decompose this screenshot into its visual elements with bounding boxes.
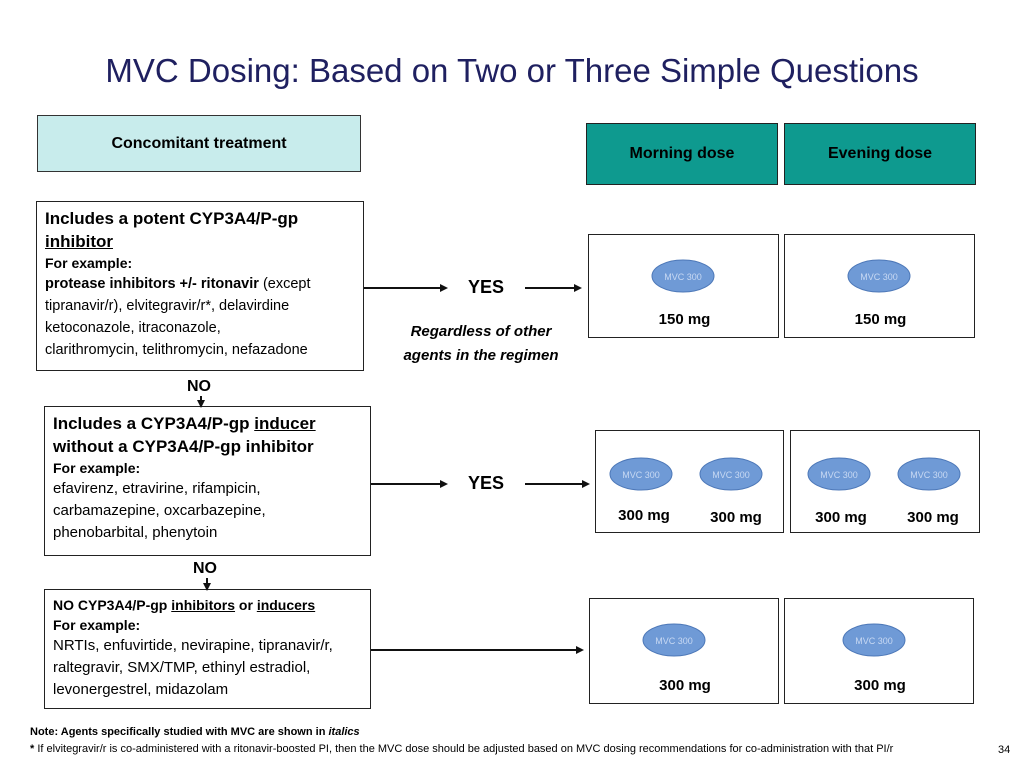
row2-morning-dose-1: 300 mg	[618, 507, 670, 524]
row3-morning-dose: 300 mg	[659, 677, 711, 694]
q1-examples-rest: (except	[258, 276, 311, 292]
morning-dose-header: Morning dose	[586, 123, 778, 185]
question-3-box: NO CYP3A4/P-gp inhibitors or inducers Fo…	[44, 589, 371, 709]
page-title: MVC Dosing: Based on Two or Three Simple…	[105, 52, 919, 89]
row3-evening-dose: 300 mg	[854, 677, 906, 694]
q3-heading-emphasis-1: inhibitors	[171, 597, 236, 613]
q2-examples-line3: phenobarbital, phenytoin	[53, 524, 218, 541]
mvc-pill-icon: MVC 300	[651, 259, 715, 293]
q1-examples-bold: protease inhibitors +/- ritonavir	[45, 276, 259, 292]
q3-examples-line2: raltegravir, SMX/TMP, ethinyl estradiol,	[53, 659, 311, 676]
q3-examples: NRTIs, enfuvirtide, nevirapine, tipranav…	[53, 635, 362, 701]
q1-heading-text: Includes a potent CYP3A4/P-gp	[45, 209, 299, 228]
q2-heading-text-2: without a CYP3A4/P-gp inhibitor	[53, 437, 314, 456]
footnote-text: If elvitegravir/r is co-administered wit…	[37, 743, 894, 755]
mvc-pill-icon: MVC 300	[847, 259, 911, 293]
q3-heading: NO CYP3A4/P-gp inhibitors or inducers	[53, 595, 362, 615]
row2-evening-dose-2: 300 mg	[907, 509, 959, 526]
row2-morning-dose-box: MVC 300 MVC 300 300 mg 300 mg	[595, 430, 784, 533]
question-2-box: Includes a CYP3A4/P-gp inducer without a…	[44, 406, 371, 556]
q1-example-label: For example:	[45, 255, 133, 271]
row1-morning-dose-box: MVC 300 150 mg	[588, 234, 779, 338]
q3-examples-line3: levonergestrel, midazolam	[53, 681, 229, 698]
regardless-line1: Regardless of other	[410, 323, 552, 340]
pill-imprint: MVC 300	[622, 470, 660, 480]
q2-examples: efavirenz, etravirine, rifampicin, carba…	[53, 478, 362, 544]
footnote-star: *	[30, 743, 38, 755]
pill-imprint: MVC 300	[910, 470, 948, 480]
row3-evening-dose-box: MVC 300 300 mg	[784, 598, 974, 704]
mvc-pill-icon: MVC 300	[897, 457, 961, 491]
q2-heading: Includes a CYP3A4/P-gp inducer without a…	[53, 412, 362, 458]
regardless-line2: agents in the regimen	[403, 347, 559, 364]
no-label-2: NO	[193, 560, 217, 577]
mvc-pill-icon: MVC 300	[609, 457, 673, 491]
question-1-box: Includes a potent CYP3A4/P-gp inhibitor …	[36, 201, 364, 371]
q3-examples-line1: NRTIs, enfuvirtide, nevirapine, tipranav…	[53, 637, 333, 654]
q3-example-label: For example:	[53, 617, 141, 633]
q1-heading: Includes a potent CYP3A4/P-gp inhibitor	[45, 207, 355, 253]
q2-examples-line2: carbamazepine, oxcarbazepine,	[53, 502, 266, 519]
q3-heading-or: or	[235, 597, 257, 613]
row1-evening-dose: 150 mg	[854, 311, 907, 328]
q1-examples-line4: clarithromycin, telithromycin, nefazadon…	[45, 342, 308, 358]
q1-examples-line3: ketoconazole, itraconazole,	[45, 320, 221, 336]
row1-evening-dose-box: MVC 300 150 mg	[784, 234, 975, 338]
no-label-1: NO	[187, 378, 211, 395]
footer-note: Note: Agents specifically studied with M…	[30, 726, 360, 738]
pill-imprint: MVC 300	[655, 636, 693, 646]
q1-examples-line2: tipranavir/r), elvitegravir/r*, delavird…	[45, 298, 290, 314]
mvc-pill-icon: MVC 300	[842, 623, 906, 657]
concomitant-treatment-header: Concomitant treatment	[37, 115, 361, 172]
footer-note-italic: italics	[328, 726, 360, 738]
row2-evening-dose-1: 300 mg	[815, 509, 867, 526]
yes-label-1: YES	[468, 277, 505, 297]
row3-morning-dose-box: MVC 300 300 mg	[589, 598, 779, 704]
q3-heading-emphasis-2: inducers	[256, 597, 316, 613]
q1-heading-emphasis: inhibitor	[45, 232, 113, 251]
q2-examples-line1: efavirenz, etravirine, rifampicin,	[53, 480, 261, 497]
pill-imprint: MVC 300	[820, 470, 858, 480]
footnote: * If elvitegravir/r is co-administered w…	[30, 743, 960, 755]
pill-imprint: MVC 300	[855, 636, 893, 646]
mvc-pill-icon: MVC 300	[642, 623, 706, 657]
q2-heading-emphasis: inducer	[254, 414, 316, 433]
pill-imprint: MVC 300	[860, 272, 898, 282]
mvc-pill-icon: MVC 300	[699, 457, 763, 491]
mvc-pill-icon: MVC 300	[807, 457, 871, 491]
regardless-note: Regardless of other agents in the regime…	[388, 320, 574, 368]
pill-imprint: MVC 300	[712, 470, 750, 480]
q2-example-label: For example:	[53, 460, 141, 476]
q3-heading-text: NO CYP3A4/P-gp	[53, 597, 172, 613]
evening-dose-header: Evening dose	[784, 123, 976, 185]
q2-heading-text: Includes a CYP3A4/P-gp	[53, 414, 255, 433]
row2-morning-dose-2: 300 mg	[710, 509, 762, 526]
row2-evening-dose-box: MVC 300 MVC 300 300 mg 300 mg	[790, 430, 980, 533]
pill-imprint: MVC 300	[664, 272, 702, 282]
q1-examples: protease inhibitors +/- ritonavir (excep…	[45, 273, 355, 361]
yes-label-2: YES	[468, 473, 505, 493]
footer-note-text: Note: Agents specifically studied with M…	[30, 726, 329, 738]
page-number: 34	[998, 744, 1011, 756]
row1-morning-dose: 150 mg	[658, 311, 711, 328]
